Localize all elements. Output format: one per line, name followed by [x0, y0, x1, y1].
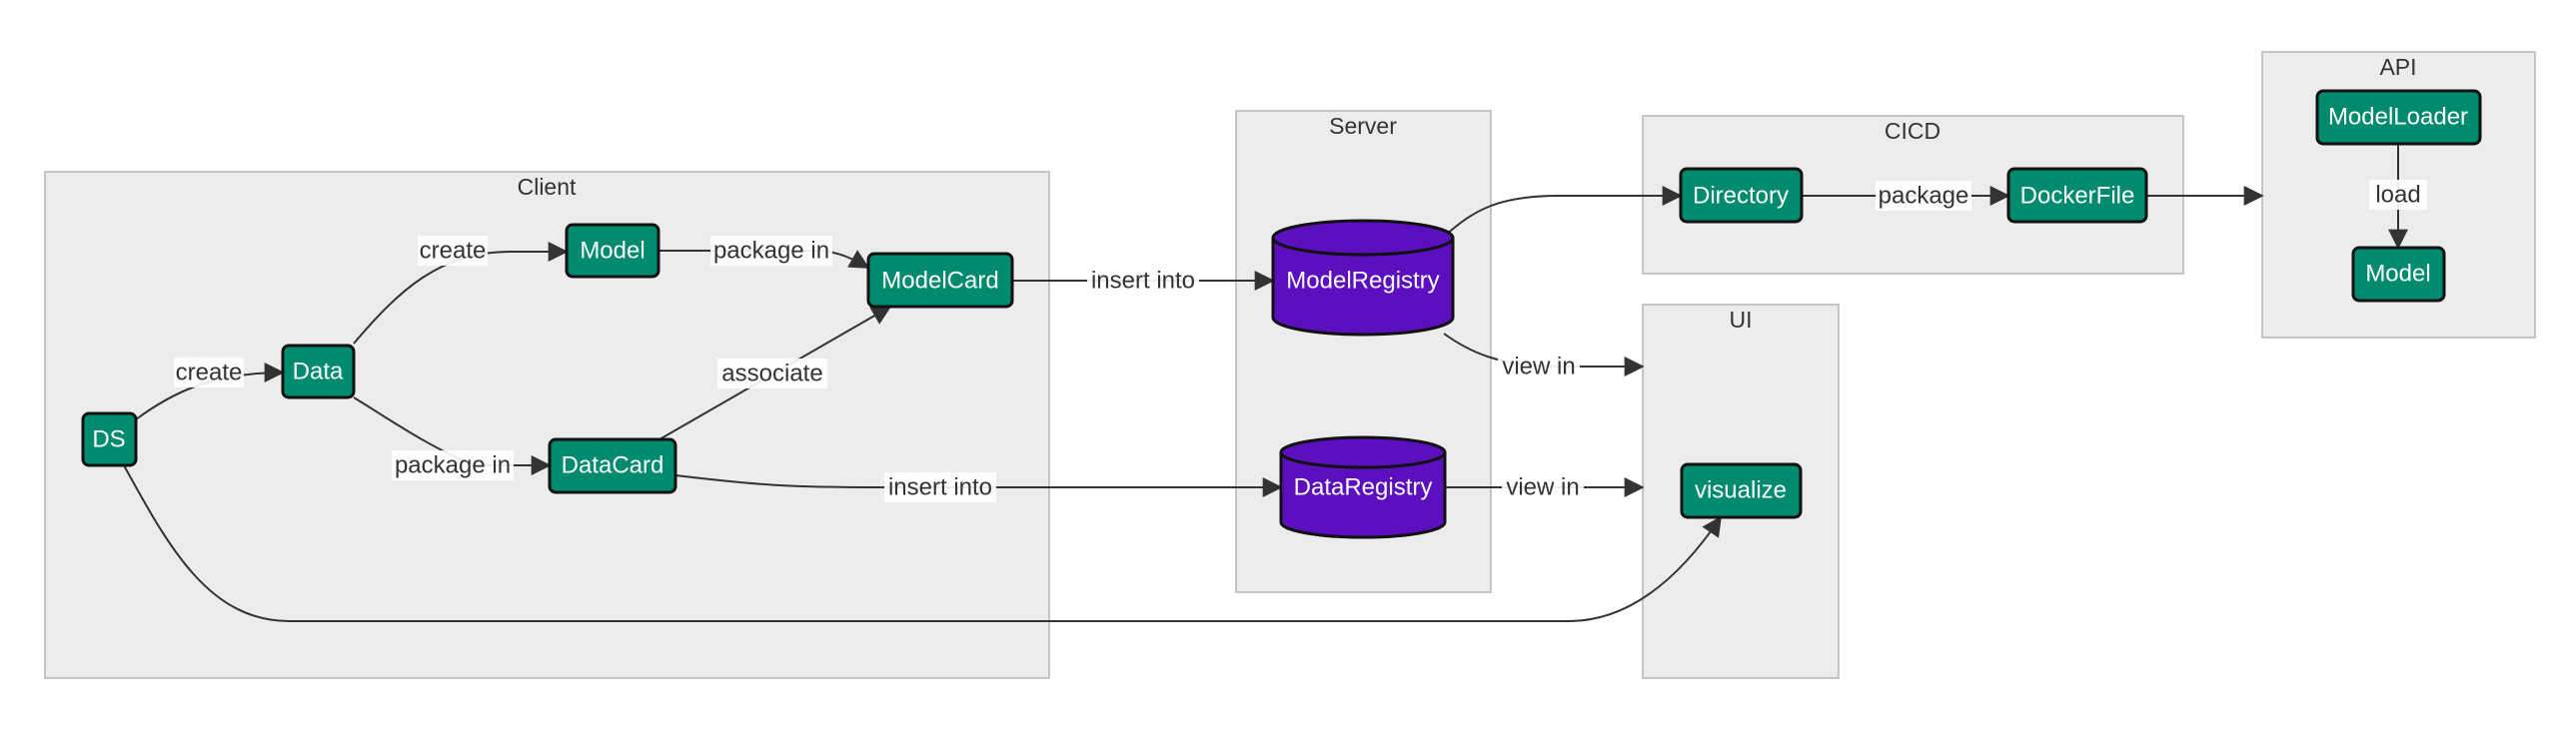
edge-ds-visualize	[123, 464, 1722, 622]
node-visualize-label: visualize	[1695, 477, 1787, 504]
edge-label-modelregistry-ui: view in	[1502, 354, 1575, 380]
edge-label-datacard-registry: insert into	[888, 474, 992, 501]
node-directory[interactable]: Directory	[1679, 167, 1804, 224]
node-ds[interactable]: DS	[81, 411, 138, 467]
edge-data-model	[353, 242, 569, 345]
edge-labels: create create package in package in asso…	[174, 180, 2427, 502]
node-model-client[interactable]: Model	[565, 223, 660, 279]
node-modelcard-label: ModelCard	[881, 268, 998, 295]
node-dockerfile-label: DockerFile	[2020, 183, 2135, 210]
edge-modelregistry-directory	[1443, 186, 1683, 238]
cluster-client: Client	[44, 171, 1050, 679]
edge-label-ds-data: create	[176, 360, 243, 386]
edge-label-data-datacard: package in	[395, 452, 511, 479]
node-data[interactable]: Data	[281, 344, 356, 399]
node-visualize[interactable]: visualize	[1680, 462, 1803, 519]
edge-label-modelcard-registry: insert into	[1091, 268, 1195, 295]
node-model-client-label: Model	[580, 238, 644, 265]
edge-datacard-dataregistry	[674, 474, 1283, 497]
node-model-api-label: Model	[2365, 261, 2430, 288]
node-model-api[interactable]: Model	[2351, 246, 2446, 303]
cluster-server-label: Server	[1329, 113, 1397, 139]
cluster-client-label: Client	[518, 174, 577, 200]
edge-label-dataregistry-ui: view in	[1506, 474, 1579, 501]
node-modelcard[interactable]: ModelCard	[866, 252, 1014, 309]
node-ds-label: DS	[92, 426, 125, 453]
cluster-cicd-label: CICD	[1885, 118, 1940, 144]
node-data-label: Data	[293, 359, 344, 385]
cluster-ui-label: UI	[1730, 307, 1753, 333]
edge-label-directory-docker: package	[1879, 183, 1969, 210]
edge-label-data-model: create	[420, 238, 487, 265]
edge-label-model-modelcard: package in	[713, 238, 829, 265]
edge-label-datacard-modelcard: associate	[721, 361, 822, 387]
node-datacard[interactable]: DataCard	[548, 437, 677, 494]
node-data-registry-label: DataRegistry	[1294, 474, 1433, 501]
node-directory-label: Directory	[1693, 183, 1789, 210]
node-modelloader-label: ModelLoader	[2328, 104, 2468, 131]
node-datacard-label: DataCard	[562, 452, 664, 479]
node-dockerfile[interactable]: DockerFile	[2006, 167, 2148, 224]
node-modelloader[interactable]: ModelLoader	[2315, 89, 2482, 146]
node-model-registry-label: ModelRegistry	[1286, 268, 1439, 295]
node-model-registry[interactable]: ModelRegistry	[1271, 219, 1455, 337]
node-data-registry[interactable]: DataRegistry	[1279, 435, 1447, 539]
cluster-api-label: API	[2379, 54, 2416, 80]
edge-label-loader-model: load	[2375, 182, 2420, 209]
